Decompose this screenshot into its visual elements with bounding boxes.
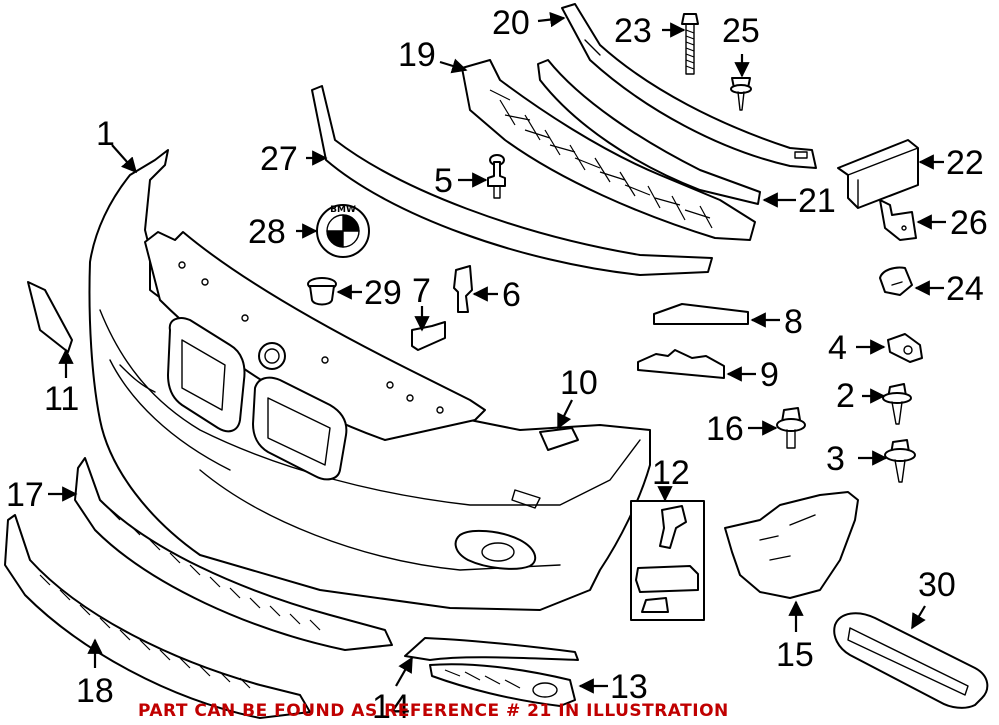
callout-10: 10	[560, 364, 598, 402]
callout-25: 25	[722, 12, 760, 50]
part-16-bolt	[776, 407, 806, 449]
part-19-energy-absorber	[461, 59, 756, 241]
leader-lines	[48, 11, 946, 694]
callout-1: 1	[96, 115, 115, 153]
callout-18: 18	[76, 672, 114, 710]
part-20-impact-bar	[561, 3, 817, 169]
part-28-emblem: BMW	[316, 204, 370, 258]
callout-19: 19	[398, 36, 436, 74]
part-18-deflector	[4, 514, 311, 719]
part-2-screw	[882, 383, 912, 425]
callout-15: 15	[776, 636, 814, 674]
callout-7: 7	[412, 272, 431, 310]
part-4-clip-nut	[887, 333, 923, 363]
emblem-text: BMW	[330, 205, 356, 215]
part-6-bracket	[453, 265, 473, 313]
part-23-bolt	[681, 13, 699, 75]
part-26-bracket	[879, 199, 917, 241]
part-27-trim-strip	[311, 85, 713, 276]
part-15-bracket	[724, 491, 859, 599]
part-5-push-rivet	[487, 154, 506, 199]
part-22-bracket	[837, 139, 919, 209]
part-1-bumper-cover	[88, 149, 651, 611]
part-8-bracket	[653, 303, 749, 325]
callout-24: 24	[946, 270, 984, 308]
callout-20: 20	[492, 4, 530, 42]
part-11-side-reflector	[27, 281, 73, 353]
callout-6: 6	[502, 276, 521, 314]
callout-14: 14	[372, 688, 410, 725]
callout-13: 13	[610, 668, 648, 706]
callout-23: 23	[614, 12, 652, 50]
callout-29: 29	[364, 274, 402, 312]
part-25-screw	[730, 77, 752, 111]
callout-8: 8	[784, 303, 803, 341]
callout-28: 28	[248, 213, 286, 251]
reference-note: PART CAN BE FOUND AS REFERENCE # 21 IN I…	[138, 701, 729, 721]
callout-22: 22	[946, 144, 984, 182]
callout-11: 11	[44, 380, 79, 418]
callout-4: 4	[828, 329, 847, 367]
part-29-grommet	[307, 277, 337, 306]
part-13-grille	[429, 663, 576, 707]
part-3-screw	[884, 439, 916, 483]
callout-3: 3	[826, 440, 845, 478]
part-14-trim	[404, 637, 579, 661]
part-17-deflector	[74, 457, 393, 651]
callout-17: 17	[6, 476, 44, 514]
part-12-kit	[630, 500, 705, 621]
part-30-fog-trim	[833, 612, 989, 709]
callout-21: 21	[798, 182, 836, 220]
callout-5: 5	[434, 162, 453, 200]
callout-16: 16	[706, 410, 744, 448]
callout-27: 27	[260, 140, 298, 178]
callout-2: 2	[836, 377, 855, 415]
part-24-clip	[879, 266, 913, 296]
callout-30: 30	[918, 566, 956, 604]
part-7-bracket	[411, 321, 446, 351]
callout-12: 12	[652, 454, 690, 492]
callout-26: 26	[950, 204, 988, 242]
part-21-bumper-carrier	[537, 59, 761, 205]
part-9-bracket	[637, 349, 725, 379]
callout-labels: 1 2 3 4 5 6 7 8 9 10 11 12 13 14 15 16 1…	[6, 4, 988, 725]
callout-9: 9	[760, 356, 779, 394]
